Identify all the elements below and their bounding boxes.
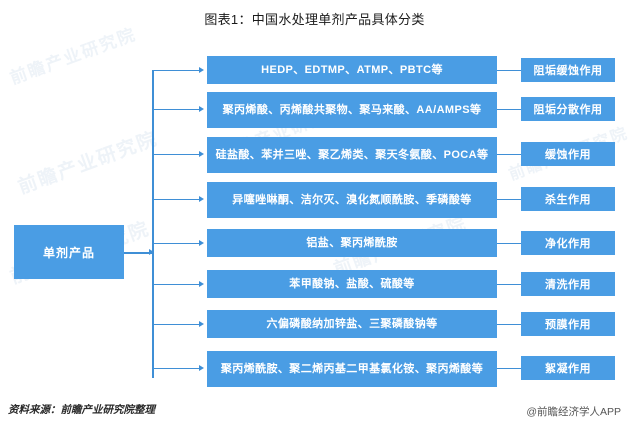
effect-connector-4 — [497, 198, 521, 200]
branch-connector-6 — [152, 283, 202, 285]
effect-box-6: 清洗作用 — [521, 272, 615, 296]
branch-arrow-4 — [199, 195, 204, 202]
effect-box-8: 絮凝作用 — [521, 356, 615, 380]
effect-box-label: 预膜作用 — [545, 319, 591, 331]
effect-box-4: 杀生作用 — [521, 187, 615, 211]
effect-connector-3 — [497, 153, 521, 155]
branch-connector-1 — [152, 69, 202, 71]
branch-arrow-2 — [199, 105, 204, 112]
branch-spine — [152, 70, 154, 378]
effect-box-label: 清洗作用 — [545, 279, 591, 291]
branch-arrow-1 — [199, 66, 204, 73]
product-box-4: 异噻唑啉酮、洁尔灭、溴化氮顺酰胺、季磷酸等 — [207, 182, 497, 218]
root-connector — [124, 252, 153, 254]
effect-box-label: 絮凝作用 — [545, 363, 591, 375]
branch-arrow-3 — [199, 150, 204, 157]
product-box-3: 硅盐酸、苯并三唑、聚乙烯类、聚天冬氨酸、POCA等 — [207, 137, 497, 173]
figure-title: 图表1：中国水处理单剂产品具体分类 — [204, 12, 425, 27]
product-box-7: 六偏磷酸纳加锌盐、三聚磷酸钠等 — [207, 310, 497, 338]
effect-box-5: 净化作用 — [521, 231, 615, 255]
product-box-label: 硅盐酸、苯并三唑、聚乙烯类、聚天冬氨酸、POCA等 — [215, 148, 489, 161]
root-node: 单剂产品 — [14, 225, 124, 279]
effect-connector-1 — [497, 69, 521, 71]
product-box-label: 聚丙烯酰胺、聚二烯丙基二甲基氯化铵、聚丙烯酸等 — [220, 362, 484, 375]
product-box-1: HEDP、EDTMP、ATMP、PBTC等 — [207, 56, 497, 84]
effect-connector-5 — [497, 242, 521, 244]
product-box-label: 异噻唑啉酮、洁尔灭、溴化氮顺酰胺、季磷酸等 — [232, 193, 472, 206]
effect-box-2: 阻垢分散作用 — [521, 97, 615, 121]
product-box-label: 聚丙烯酸、丙烯酸共聚物、聚马来酸、AA/AMPS等 — [222, 103, 482, 116]
branch-connector-4 — [152, 198, 202, 200]
branch-arrow-6 — [199, 280, 204, 287]
diagram-body: 单剂产品 HEDP、EDTMP、ATMP、PBTC等 阻垢缓蚀作用 聚丙烯酸、丙… — [0, 34, 629, 392]
effect-box-label: 阻垢分散作用 — [533, 104, 603, 116]
root-connector-arrow — [149, 248, 154, 255]
product-box-label: HEDP、EDTMP、ATMP、PBTC等 — [261, 63, 443, 76]
branch-arrow-8 — [199, 364, 204, 371]
effect-connector-7 — [497, 323, 521, 325]
effect-box-7: 预膜作用 — [521, 312, 615, 336]
branch-arrow-5 — [199, 239, 204, 246]
product-box-6: 苯甲酸钠、盐酸、硫酸等 — [207, 270, 497, 298]
product-box-label: 铝盐、聚丙烯酰胺 — [306, 236, 398, 249]
effect-box-3: 缓蚀作用 — [521, 142, 615, 166]
product-box-label: 六偏磷酸纳加锌盐、三聚磷酸钠等 — [266, 317, 438, 330]
credit-note: @前瞻经济学人APP — [526, 406, 621, 418]
effect-connector-2 — [497, 108, 521, 110]
source-note: 资料来源：前瞻产业研究院整理 — [8, 404, 155, 416]
branch-connector-2 — [152, 108, 202, 110]
branch-connector-7 — [152, 323, 202, 325]
branch-connector-3 — [152, 153, 202, 155]
effect-box-label: 净化作用 — [545, 238, 591, 250]
product-box-label: 苯甲酸钠、盐酸、硫酸等 — [289, 277, 415, 290]
branch-connector-8 — [152, 367, 202, 369]
product-box-5: 铝盐、聚丙烯酰胺 — [207, 229, 497, 257]
product-box-2: 聚丙烯酸、丙烯酸共聚物、聚马来酸、AA/AMPS等 — [207, 92, 497, 128]
effect-connector-8 — [497, 367, 521, 369]
effect-connector-6 — [497, 283, 521, 285]
product-box-8: 聚丙烯酰胺、聚二烯丙基二甲基氯化铵、聚丙烯酸等 — [207, 351, 497, 387]
branch-connector-5 — [152, 242, 202, 244]
effect-box-label: 缓蚀作用 — [545, 149, 591, 161]
effect-box-label: 阻垢缓蚀作用 — [533, 65, 603, 77]
effect-box-label: 杀生作用 — [545, 194, 591, 206]
branch-arrow-7 — [199, 320, 204, 327]
root-node-label: 单剂产品 — [42, 245, 95, 260]
effect-box-1: 阻垢缓蚀作用 — [521, 58, 615, 82]
